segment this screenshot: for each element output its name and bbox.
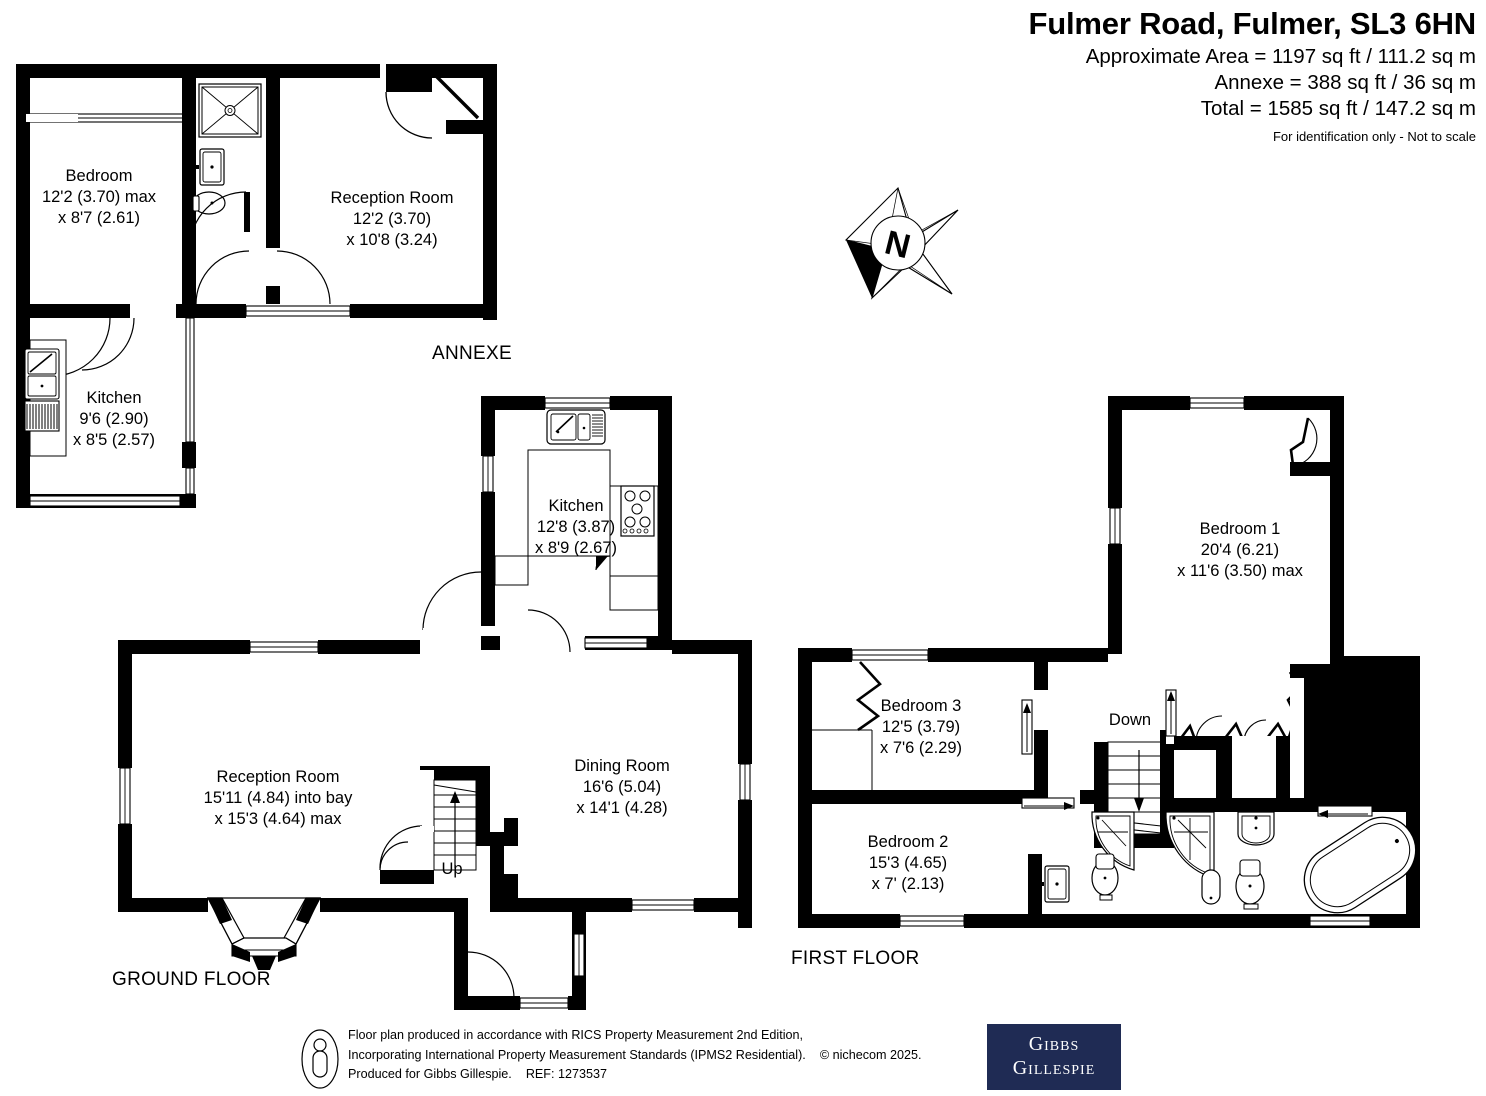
room-label-annexe-kitchen: Kitchen 9'6 (2.90) x 8'5 (2.57) [73,388,155,451]
room-dimension-2: x 8'7 (2.61) [57,209,141,227]
room-name: Reception Room [216,768,340,786]
logo-line-1: Gibbs [1028,1033,1080,1055]
compass-rose-icon: N [844,186,959,300]
room-dimension-2: x 11'6 (3.50) max [1177,562,1303,580]
room-dimension-1: 16'6 (5.04) [582,778,662,796]
room-dimension-2: x 15'3 (4.64) max [214,810,342,828]
room-dimension-2: x 7'6 (2.29) [879,739,963,757]
floor-label-ground: GROUND FLOOR [112,969,271,990]
ground-floor-plan [118,396,752,1010]
footer-text: Floor plan produced in accordance with R… [348,1026,922,1085]
scale-disclaimer: For identification only - Not to scale [1272,129,1476,144]
room-label-bedroom-3: Bedroom 3 12'5 (3.79) x 7'6 (2.29) [880,696,962,759]
room-dimension-2: x 8'9 (2.67) [534,539,618,557]
footer-line-2: Incorporating International Property Mea… [348,1047,806,1062]
room-dimension-1: 9'6 (2.90) [79,410,149,428]
room-name: Bedroom 2 [867,833,949,851]
person-in-ellipse-icon [301,1029,339,1089]
stair-label-down: Down [1108,711,1152,729]
header: Fulmer Road, Fulmer, SL3 6HN Approximate… [756,4,1477,148]
room-name: Kitchen [86,389,142,407]
logo-line-2: Gillespie [1012,1057,1096,1079]
first-floor-plan [798,396,1420,928]
floor-label-annexe: ANNEXE [432,343,512,364]
room-dimension-1: 15'11 (4.84) into bay [203,789,353,807]
annexe-area-line: Annexe = 388 sq ft / 36 sq m [1214,71,1476,94]
total-area-line: Total = 1585 sq ft / 147.2 sq m [1200,97,1476,120]
footer-reference: REF: 1273537 [525,1067,608,1081]
floor-label-first: FIRST FLOOR [791,948,920,969]
room-label-annexe-reception-room: Reception Room 12'2 (3.70) x 10'8 (3.24) [331,188,454,251]
room-label-bedroom-1: Bedroom 1 20'4 (6.21) x 11'6 (3.50) max [1177,519,1303,582]
room-label-dining-room: Dining Room 16'6 (5.04) x 14'1 (4.28) [574,756,669,819]
room-dimension-2: x 10'8 (3.24) [346,231,438,249]
room-dimension-2: x 14'1 (4.28) [576,799,668,817]
annexe-plan [16,64,497,508]
room-label-ground-kitchen: Kitchen 12'8 (3.87) x 8'9 (2.67) [535,496,617,559]
gibbs-gillespie-logo: Gibbs Gillespie [987,1024,1121,1090]
room-dimension-1: 15'3 (4.65) [868,854,948,872]
room-dimension-2: x 8'5 (2.57) [72,431,156,449]
room-dimension-1: 12'2 (3.70) max [41,188,157,206]
stair-label-up: Up [441,860,463,878]
footer-copyright: © nichecom 2025. [819,1047,922,1062]
page-title: Fulmer Road, Fulmer, SL3 6HN [1028,6,1477,41]
room-name: Bedroom [65,167,133,185]
room-label-ground-reception-room: Reception Room 15'11 (4.84) into bay x 1… [204,767,353,830]
room-name: Reception Room [330,189,454,207]
room-dimension-1: 12'5 (3.79) [881,718,961,736]
room-label-annexe-bedroom: Bedroom 12'2 (3.70) max x 8'7 (2.61) [42,166,156,229]
room-dimension-1: 20'4 (6.21) [1200,541,1280,559]
room-name: Bedroom 3 [880,697,962,715]
room-label-bedroom-2: Bedroom 2 15'3 (4.65) x 7' (2.13) [868,832,949,895]
room-name: Dining Room [574,757,670,775]
room-dimension-1: 12'2 (3.70) [352,210,432,228]
footer-line-1: Floor plan produced in accordance with R… [348,1028,804,1042]
room-dimension-2: x 7' (2.13) [871,875,945,893]
approximate-area-line: Approximate Area = 1197 sq ft / 111.2 sq… [1085,45,1476,68]
room-name: Bedroom 1 [1199,520,1281,538]
room-name: Kitchen [548,497,604,515]
footer-line-3: Produced for Gibbs Gillespie. [348,1067,512,1081]
room-dimension-1: 12'8 (3.87) [536,518,616,536]
